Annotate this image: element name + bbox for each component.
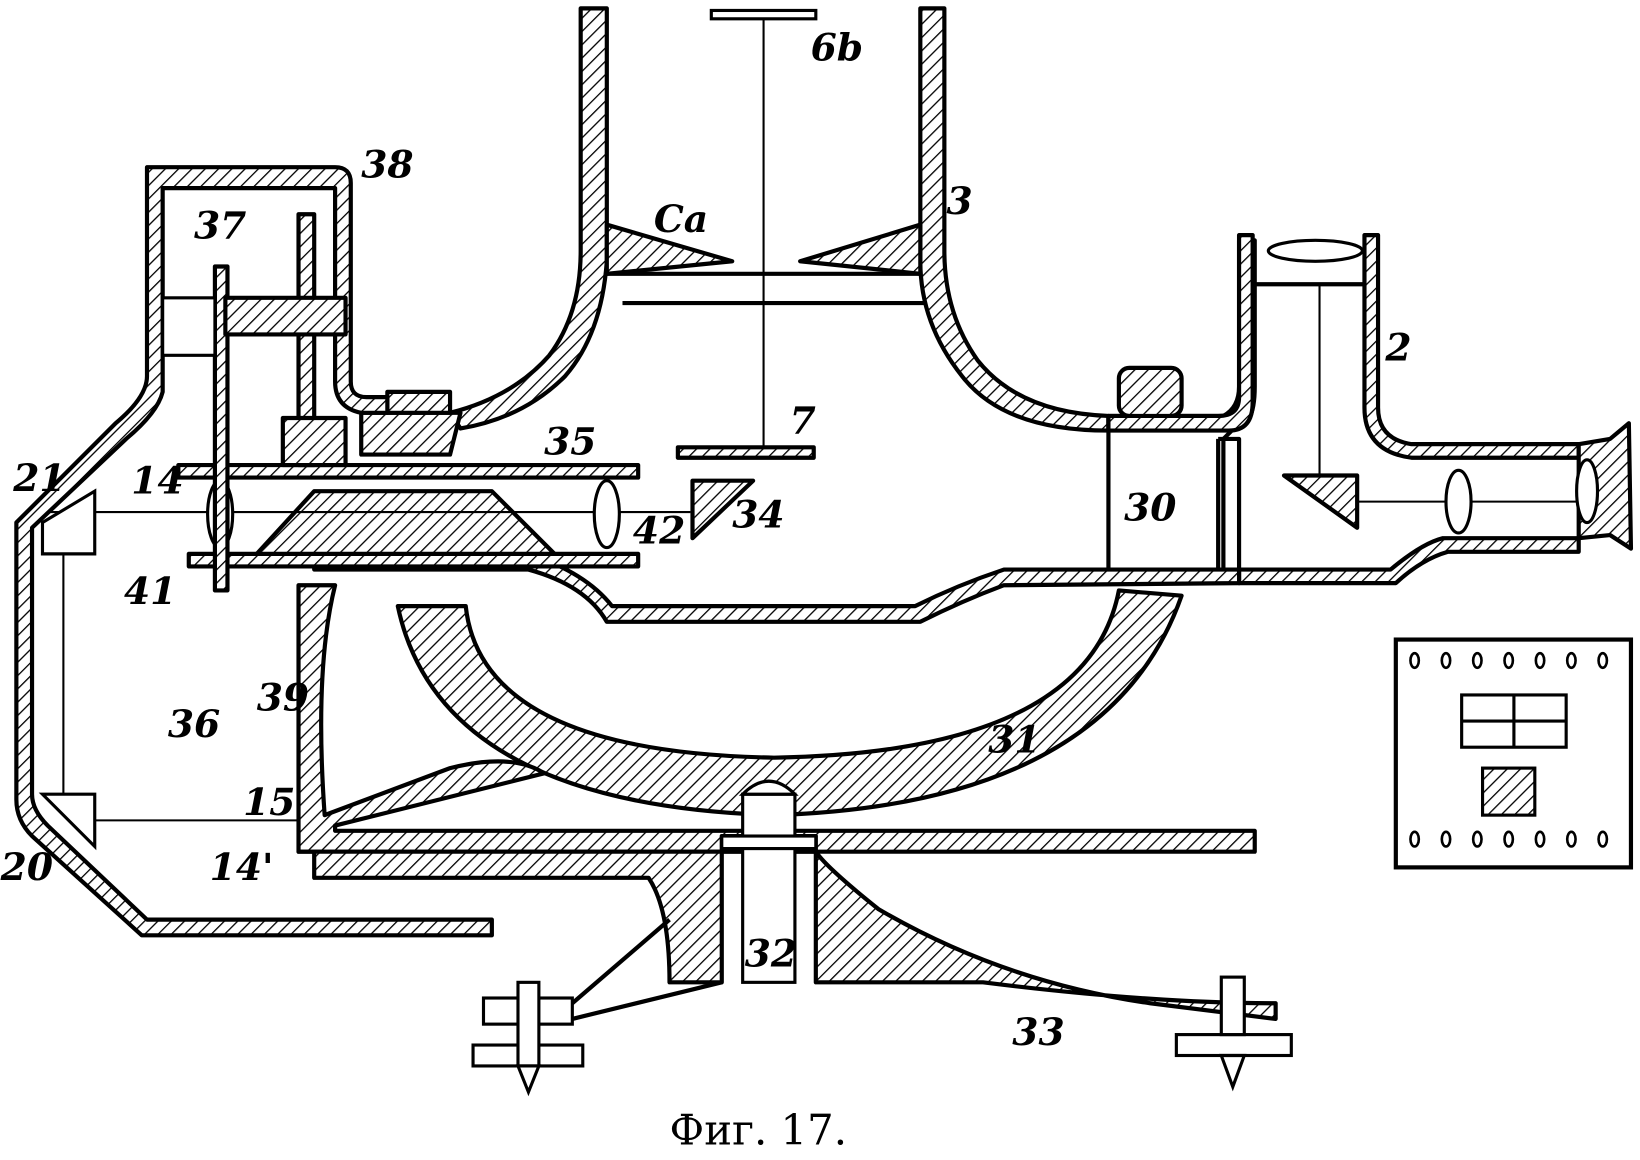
label-32: 32	[745, 932, 797, 976]
label-34: 34	[732, 493, 784, 537]
label-41: 41	[124, 569, 176, 613]
label-35: 35	[544, 420, 596, 464]
label-42: 42	[633, 508, 685, 552]
label-20: 20	[0, 845, 53, 889]
knob	[1116, 365, 1184, 419]
label-6b: 6b	[811, 26, 863, 70]
reference-labels: 6b 3 Ca 2 38 37 7 35 14 34 42 30 21 41 3…	[0, 26, 1412, 1155]
label-36: 36	[168, 702, 220, 746]
label-30: 30	[1124, 485, 1176, 529]
label-38: 38	[361, 143, 413, 187]
base-assembly	[296, 583, 1293, 1097]
optical-tube-14	[42, 462, 756, 569]
film-frame-inset	[1393, 637, 1634, 870]
housing-38	[14, 165, 494, 938]
upper-tube	[447, 6, 1111, 460]
label-15: 15	[243, 780, 295, 824]
lens-top	[1266, 238, 1364, 263]
label-3: 3	[946, 179, 972, 223]
main-body	[312, 233, 1634, 624]
label-33: 33	[1012, 1010, 1064, 1054]
label-14-prime: 14'	[210, 845, 274, 889]
plate-6b	[709, 8, 818, 21]
label-14: 14	[131, 458, 183, 502]
spindle	[741, 792, 797, 984]
figure-caption: Фиг. 17.	[670, 1105, 848, 1154]
screw-head	[385, 389, 453, 415]
label-ca: Ca	[654, 197, 708, 241]
label-39: 39	[257, 676, 309, 720]
label-37: 37	[194, 203, 246, 247]
label-31: 31	[988, 717, 1040, 761]
label-21: 21	[12, 456, 65, 500]
plate-7	[675, 445, 816, 460]
label-7: 7	[790, 399, 816, 443]
prism-34	[690, 478, 756, 541]
label-2: 2	[1384, 326, 1411, 370]
